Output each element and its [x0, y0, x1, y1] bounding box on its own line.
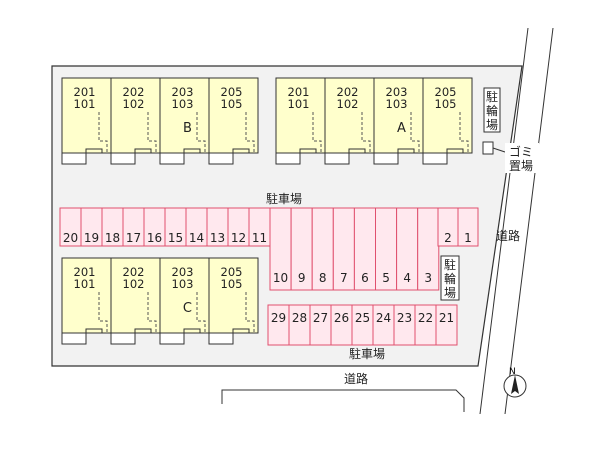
bike-parking-mid-char-2: 輪: [444, 271, 456, 286]
unit-C-upper-2: 203: [172, 265, 194, 279]
unit-A-upper-2: 203: [386, 85, 408, 99]
north-arrow-icon: N: [503, 367, 527, 398]
parking-number-3: 3: [424, 271, 432, 285]
unit-A-lower-3: 105: [435, 97, 457, 111]
svg-text:N: N: [509, 367, 516, 377]
building-C-letter: C: [183, 301, 192, 316]
parking-number-23: 23: [397, 311, 412, 325]
parking-number-4: 4: [403, 271, 411, 285]
parking-number-20: 20: [63, 231, 78, 245]
parking-row-bottom: 29 28 27 26 25 24 23 22 21: [267, 304, 458, 346]
parking-number-28: 28: [292, 311, 307, 325]
garbage-label-line-2: 置場: [509, 159, 533, 173]
parking-number-25: 25: [355, 311, 370, 325]
bike-parking-top-box: [483, 87, 501, 133]
parking-number-15: 15: [168, 231, 183, 245]
road-south-edge: [221, 389, 465, 412]
parking-bottom-label: 駐車場: [349, 346, 385, 361]
unit-B-lower-2: 103: [172, 97, 194, 111]
unit-C-upper-3: 205: [221, 265, 243, 279]
road-east-label: 道路: [496, 228, 520, 243]
parking-number-12: 12: [231, 231, 246, 245]
road-south-label: 道路: [344, 371, 368, 386]
parking-number-1: 1: [464, 231, 472, 245]
parking-space-1: [457, 207, 479, 247]
parking-space-3: [417, 207, 440, 291]
garbage-box: [482, 141, 494, 155]
parking-row-top-left: 20 19 18 17 16 15 14 13 12 11: [59, 207, 271, 247]
bike-parking-mid-box: [440, 255, 460, 301]
building-B-letter: B: [183, 121, 192, 136]
parking-number-5: 5: [382, 271, 390, 285]
unit-B-upper-0: 201: [74, 85, 96, 99]
unit-C-upper-1: 202: [123, 265, 145, 279]
parking-number-7: 7: [340, 271, 348, 285]
parking-number-22: 22: [418, 311, 433, 325]
parking-number-29: 29: [271, 311, 286, 325]
unit-B-upper-2: 203: [172, 85, 194, 99]
parking-number-27: 27: [313, 311, 328, 325]
bike-parking-top-char-3: 場: [486, 118, 498, 132]
unit-C-lower-0: 101: [74, 277, 96, 291]
unit-B-upper-1: 202: [123, 85, 145, 99]
parking-number-8: 8: [319, 271, 327, 285]
garbage-leader: [492, 147, 506, 153]
unit-C-upper-0: 201: [74, 265, 96, 279]
parking-number-2: 2: [444, 231, 452, 245]
bike-parking-top-char-2: 輪: [486, 103, 498, 118]
parking-number-9: 9: [298, 271, 306, 285]
bike-parking-mid-char-3: 場: [444, 286, 456, 300]
parking-number-26: 26: [334, 311, 349, 325]
unit-A-upper-3: 205: [435, 85, 457, 99]
unit-B-lower-1: 102: [123, 97, 145, 111]
unit-A-lower-1: 102: [337, 97, 359, 111]
unit-A-upper-0: 201: [288, 85, 310, 99]
parking-number-17: 17: [126, 231, 141, 245]
unit-C-lower-1: 102: [123, 277, 145, 291]
parking-number-14: 14: [189, 231, 204, 245]
unit-A-lower-2: 103: [386, 97, 408, 111]
unit-A-lower-0: 101: [288, 97, 310, 111]
parking-number-19: 19: [84, 231, 99, 245]
road-east-edge-inner: [479, 27, 529, 415]
parking-number-18: 18: [105, 231, 120, 245]
parking-number-13: 13: [210, 231, 225, 245]
parking-number-10: 10: [273, 271, 288, 285]
bike-parking-top-char-1: 駐: [486, 89, 498, 104]
parking-number-24: 24: [376, 311, 391, 325]
garbage-label-line-1: ゴミ: [509, 144, 533, 159]
building-A-letter: A: [397, 121, 406, 136]
parking-number-16: 16: [147, 231, 162, 245]
parking-space-21: [435, 304, 458, 346]
unit-B-lower-3: 105: [221, 97, 243, 111]
unit-A-upper-1: 202: [337, 85, 359, 99]
unit-B-upper-3: 205: [221, 85, 243, 99]
parking-number-6: 6: [361, 271, 369, 285]
road-east-edge-outer: [504, 27, 554, 415]
unit-C-lower-2: 103: [172, 277, 194, 291]
parking-number-11: 11: [252, 231, 267, 245]
parking-number-21: 21: [439, 311, 454, 325]
unit-B-lower-0: 101: [74, 97, 96, 111]
bike-parking-mid-char-1: 駐: [444, 257, 456, 272]
unit-C-lower-3: 105: [221, 277, 243, 291]
garbage-label-bg: [505, 143, 539, 173]
parking-top-label: 駐車場: [266, 191, 302, 206]
